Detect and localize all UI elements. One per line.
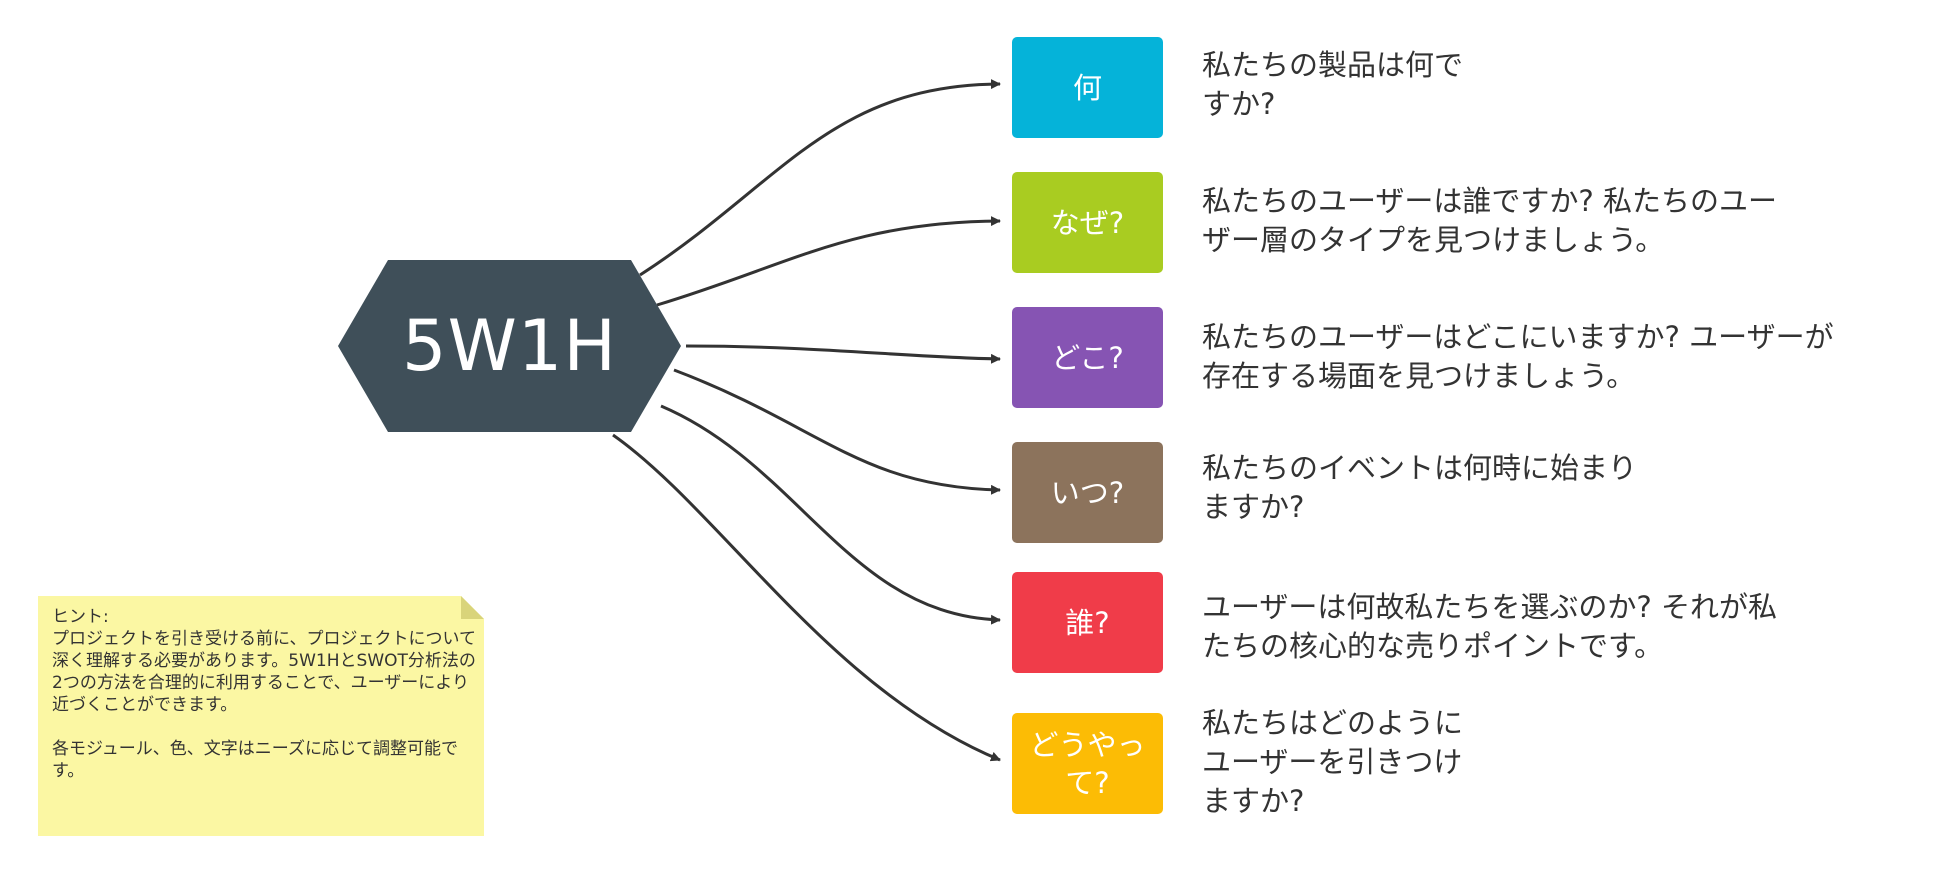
- question-box-what[interactable]: 何: [1012, 37, 1163, 138]
- question-box-how[interactable]: どうやって?: [1012, 713, 1163, 814]
- connector-how: [612, 433, 1001, 762]
- question-text-how[interactable]: 私たちはどのように ユーザーを引きつけ ますか?: [1202, 706, 1464, 818]
- hexagon-shape: [338, 260, 681, 432]
- question-text-who[interactable]: ユーザーは何故私たちを選ぶのか? それが私 たちの核心的な売りポイントです。: [1202, 590, 1778, 663]
- connector-what: [639, 79, 1001, 277]
- hub-label: 5W1H: [402, 305, 617, 387]
- question-text-what[interactable]: 私たちの製品は何で すか?: [1202, 48, 1464, 121]
- question-text-why[interactable]: 私たちのユーザーは誰ですか? 私たちのユー ザー層のタイプを見つけましょう。: [1202, 184, 1778, 257]
- question-text-where[interactable]: 私たちのユーザーはどこにいますか? ユーザーが 存在する場面を見つけましょう。: [1202, 320, 1834, 393]
- connector-why: [656, 216, 1001, 307]
- question-box-where[interactable]: どこ?: [1012, 307, 1163, 408]
- connector-when: [673, 368, 1001, 495]
- sticky-note-text: ヒント: プロジェクトを引き受ける前に、プロジェクトについて深く理解する必要があ…: [52, 607, 476, 781]
- question-text-when[interactable]: 私たちのイベントは何時に始まり ますか?: [1202, 451, 1638, 524]
- question-box-who[interactable]: 誰?: [1012, 572, 1163, 673]
- sticky-note[interactable]: [38, 596, 484, 836]
- question-box-when[interactable]: いつ?: [1012, 442, 1163, 543]
- connector-who: [660, 404, 1001, 625]
- hub-5w1h[interactable]: 5W1H: [338, 260, 681, 432]
- question-box-why[interactable]: なぜ?: [1012, 172, 1163, 273]
- connector-where: [685, 344, 1001, 364]
